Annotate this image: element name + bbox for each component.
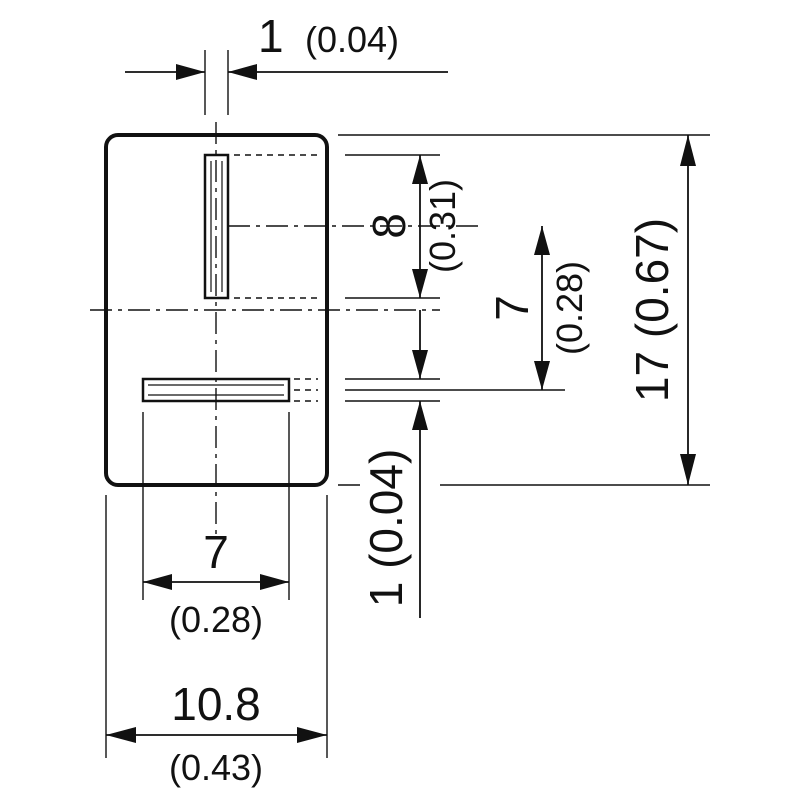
dim-slot-center-offset-inch: (0.28) xyxy=(549,261,590,355)
dim-slot-center-offset-value: 7 xyxy=(486,295,538,321)
dim-upper-slot-length-inch: (0.31) xyxy=(422,179,463,273)
dim-total-width-value: 10.8 xyxy=(171,678,261,730)
dim-upper-slot-length-value: 8 xyxy=(363,213,415,239)
dim-lower-slot-length xyxy=(143,574,289,590)
dim-slot-center-offset xyxy=(534,226,550,390)
center-lines xyxy=(90,122,480,540)
extension-lines xyxy=(105,50,710,758)
dim-total-height-value: 17 (0.67) xyxy=(626,218,678,402)
dim-total-height xyxy=(680,135,696,485)
dim-total-width-inch: (0.43) xyxy=(169,747,263,788)
dim-slot-thickness xyxy=(125,64,448,80)
dim-upper-slot-length xyxy=(412,155,428,298)
dim-lower-slot-gap-value: 1 (0.04) xyxy=(360,449,412,608)
dim-lower-slot-length-value: 7 xyxy=(203,526,229,578)
dim-lower-slot-gap xyxy=(412,310,428,618)
dim-slot-thickness-value: 1 xyxy=(258,10,284,62)
dim-slot-thickness-inch: (0.04) xyxy=(305,19,399,60)
dim-lower-slot-length-inch: (0.28) xyxy=(169,599,263,640)
dim-total-width xyxy=(106,727,327,743)
